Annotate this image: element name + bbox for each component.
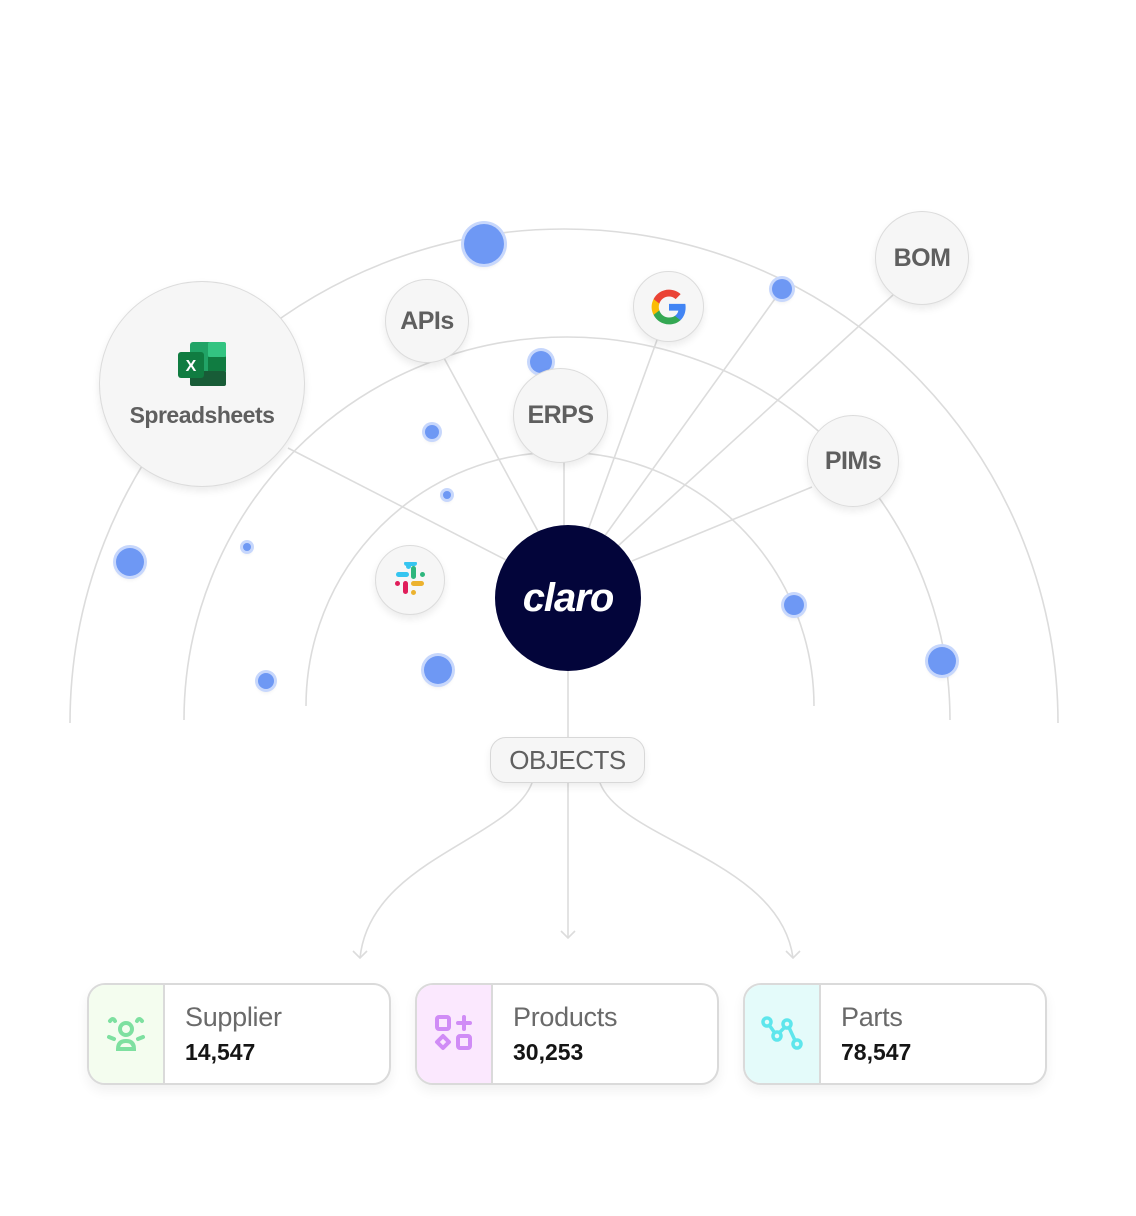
output-count: 78,547 xyxy=(841,1039,912,1065)
link-dot xyxy=(603,288,783,538)
excel-icon: X xyxy=(178,341,226,386)
svg-text:X: X xyxy=(186,358,197,375)
arrow-supplier xyxy=(352,950,368,960)
link-google xyxy=(587,339,658,531)
orbit-middle xyxy=(183,336,951,721)
node-dot xyxy=(928,647,956,675)
source-bom[interactable]: BOM xyxy=(875,211,969,305)
slack-icon xyxy=(395,562,425,595)
output-count: 14,547 xyxy=(185,1039,256,1065)
supplier-icon xyxy=(107,1017,145,1051)
objects-label: OBJECTS xyxy=(490,737,645,783)
output-card-supplier[interactable]: Supplier 14,547 xyxy=(87,983,391,1085)
source-label: PIMs xyxy=(824,446,882,475)
link-spreadsheets xyxy=(287,447,511,563)
node-dot xyxy=(464,224,504,264)
source-spreadsheets[interactable]: X Spreadsheets xyxy=(99,281,305,487)
source-label: ERPS xyxy=(527,401,594,429)
output-name: Supplier xyxy=(185,1002,282,1032)
claro-logo: claro xyxy=(522,575,615,620)
parts-icon-box xyxy=(745,985,821,1083)
flow-supplier xyxy=(359,782,533,959)
arrow-products xyxy=(560,930,576,940)
products-icon xyxy=(435,1015,472,1050)
output-name: Products xyxy=(513,1002,618,1032)
source-pims[interactable]: PIMs xyxy=(807,415,899,507)
node-dot xyxy=(258,673,274,689)
source-label: BOM xyxy=(893,243,951,272)
products-icon-box xyxy=(417,985,493,1083)
source-slack[interactable] xyxy=(375,545,445,615)
node-dot xyxy=(530,351,552,373)
supplier-icon-box xyxy=(89,985,165,1083)
node-dot xyxy=(443,491,451,499)
node-dot xyxy=(772,279,792,299)
node-dot xyxy=(424,656,452,684)
orbit-outer xyxy=(69,228,1059,724)
node-dot xyxy=(425,425,439,439)
node-dot xyxy=(784,595,804,615)
link-pims xyxy=(631,486,813,562)
arrow-parts xyxy=(785,950,801,960)
output-name: Parts xyxy=(841,1002,903,1032)
flow-parts xyxy=(599,782,794,959)
node-dot xyxy=(243,543,251,551)
objects-label-text: OBJECTS xyxy=(509,744,626,775)
output-count: 30,253 xyxy=(513,1039,584,1065)
claro-hub[interactable]: claro xyxy=(495,525,641,671)
node-dot xyxy=(116,548,144,576)
source-label: Spreadsheets xyxy=(129,401,275,428)
output-card-products[interactable]: Products 30,253 xyxy=(415,983,719,1085)
output-card-parts[interactable]: Parts 78,547 xyxy=(743,983,1047,1085)
source-label: APIs xyxy=(400,306,454,335)
source-apis[interactable]: APIs xyxy=(385,279,469,363)
google-icon xyxy=(651,289,686,324)
link-bom xyxy=(617,294,894,547)
link-apis xyxy=(443,357,541,536)
source-erps[interactable]: ERPS xyxy=(513,368,608,463)
source-google[interactable] xyxy=(633,271,704,342)
parts-icon xyxy=(761,1016,803,1050)
